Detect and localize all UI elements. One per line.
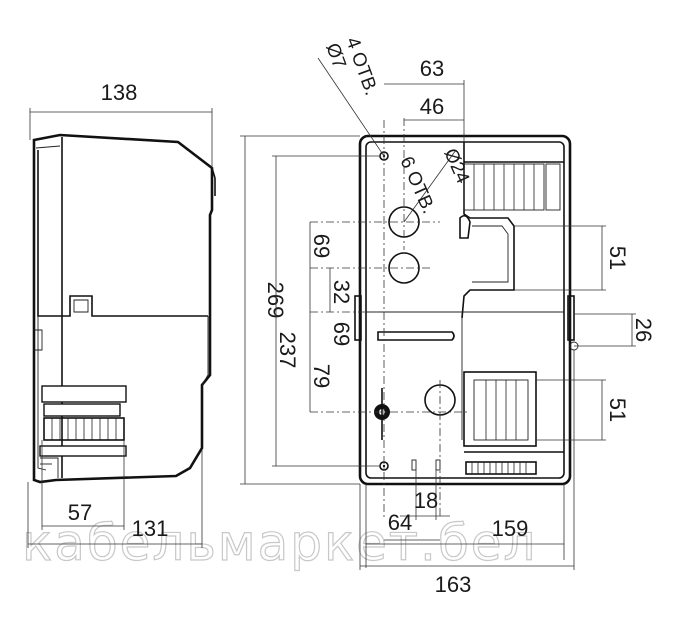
dim-237: 237 xyxy=(275,332,300,369)
front-lower-grill xyxy=(485,380,517,440)
front-top-grill-end xyxy=(545,163,561,211)
side-lip xyxy=(211,167,216,179)
front-hinge-left xyxy=(354,295,362,341)
dim-26: 26 xyxy=(631,318,656,342)
leader-hole-small xyxy=(317,57,385,157)
dim-79: 79 xyxy=(309,364,334,388)
front-bottom-terminals xyxy=(465,461,537,475)
dim-131: 131 xyxy=(132,516,169,541)
dim-18: 18 xyxy=(414,488,438,513)
watermark-text: кабельмаркет.бел xyxy=(22,514,538,572)
dim-163: 163 xyxy=(435,572,472,597)
dim-269: 269 xyxy=(263,282,288,319)
dim-63: 63 xyxy=(420,56,444,81)
side-view-outline xyxy=(32,133,214,484)
side-front-edge xyxy=(201,316,209,386)
front-outline xyxy=(358,134,572,486)
mount-hole-center-2 xyxy=(382,464,386,468)
dim-46: 46 xyxy=(420,94,444,119)
note-hole-small-count: 4 ОТВ. xyxy=(341,35,381,99)
side-clip xyxy=(73,299,89,313)
side-terminal-frame xyxy=(43,417,125,441)
front-small-slot-2 xyxy=(435,459,441,471)
front-small-slot-1 xyxy=(411,459,417,471)
side-bottom-rail xyxy=(39,445,127,457)
front-hook xyxy=(459,214,471,239)
dim-32: 32 xyxy=(329,280,354,304)
side-terminal-hatching xyxy=(51,418,117,440)
dim-64: 64 xyxy=(388,510,412,535)
side-back-wall xyxy=(37,316,47,471)
side-view: 138 131 57 xyxy=(27,80,216,548)
front-inner-outline xyxy=(365,141,565,479)
front-slot xyxy=(377,331,455,341)
front-view xyxy=(310,118,579,518)
front-bottom-terminal-hatch xyxy=(471,462,527,474)
front-dimensions: 269 237 69 32 69 79 63 46 Ø7 4 ОТВ. Ø24 … xyxy=(240,35,656,597)
front-lower-module xyxy=(463,371,537,447)
front-hinge-right xyxy=(567,295,575,341)
dim-159: 159 xyxy=(492,516,529,541)
side-din-rail xyxy=(41,385,127,403)
leader-hole-large xyxy=(403,149,457,223)
front-top-grill xyxy=(473,164,535,210)
dim-138: 138 xyxy=(101,80,138,105)
dim-69-mid: 69 xyxy=(329,322,354,346)
front-lower-module-inner xyxy=(473,379,529,441)
side-top-rib xyxy=(35,145,61,149)
front-top-compartment-inner xyxy=(472,225,509,283)
dim-51-bottom: 51 xyxy=(605,398,630,422)
dim-69-top: 69 xyxy=(309,234,334,258)
side-gland xyxy=(40,457,59,478)
dim-57: 57 xyxy=(68,500,92,525)
side-terminal-block xyxy=(43,403,121,417)
dim-51-top: 51 xyxy=(605,246,630,270)
side-wall-step xyxy=(37,150,208,317)
side-mount-tab xyxy=(34,329,43,351)
